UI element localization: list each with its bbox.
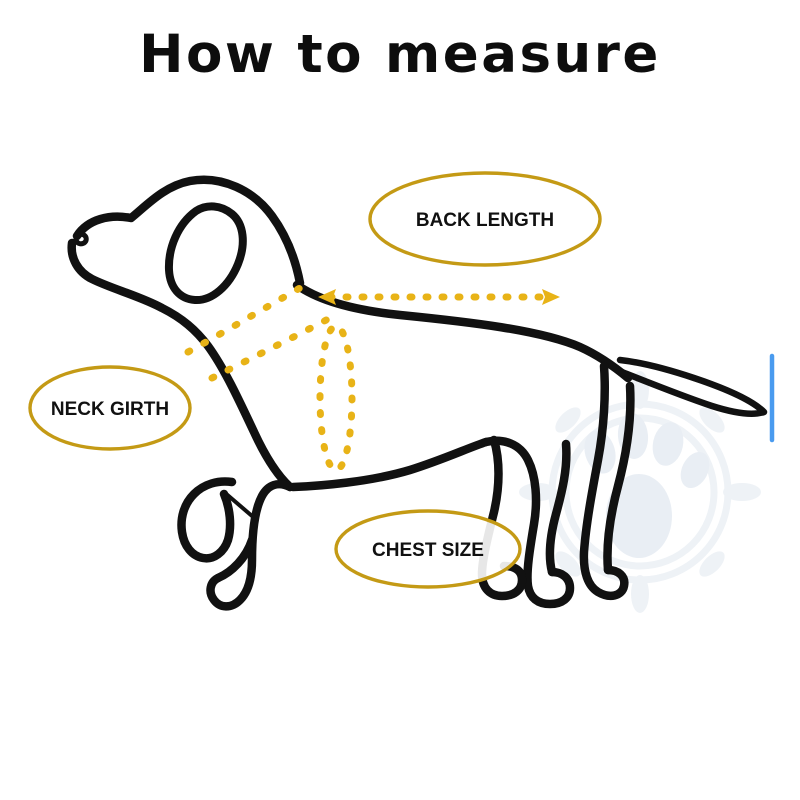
page-title: How to measure bbox=[139, 24, 661, 85]
label-neck-girth[interactable]: NECK GIRTH bbox=[28, 365, 192, 451]
dog-outline bbox=[67, 175, 768, 611]
label-neck-girth-ellipse bbox=[28, 365, 192, 451]
label-chest-size-ellipse bbox=[334, 509, 522, 589]
neck-girth-dashed-band bbox=[184, 284, 334, 382]
label-chest-size[interactable]: CHEST SIZE bbox=[334, 509, 522, 589]
back-length-arrow bbox=[318, 289, 560, 305]
label-back-length-text: BACK LENGTH bbox=[416, 210, 554, 231]
label-neck-girth-text: NECK GIRTH bbox=[51, 399, 169, 420]
chest-size-dashed-loop bbox=[316, 322, 356, 474]
label-back-length[interactable]: BACK LENGTH bbox=[368, 171, 602, 267]
label-chest-size-text: CHEST SIZE bbox=[372, 540, 484, 561]
label-back-length-ellipse bbox=[368, 171, 602, 267]
paw-print-compass-watermark bbox=[519, 371, 761, 613]
